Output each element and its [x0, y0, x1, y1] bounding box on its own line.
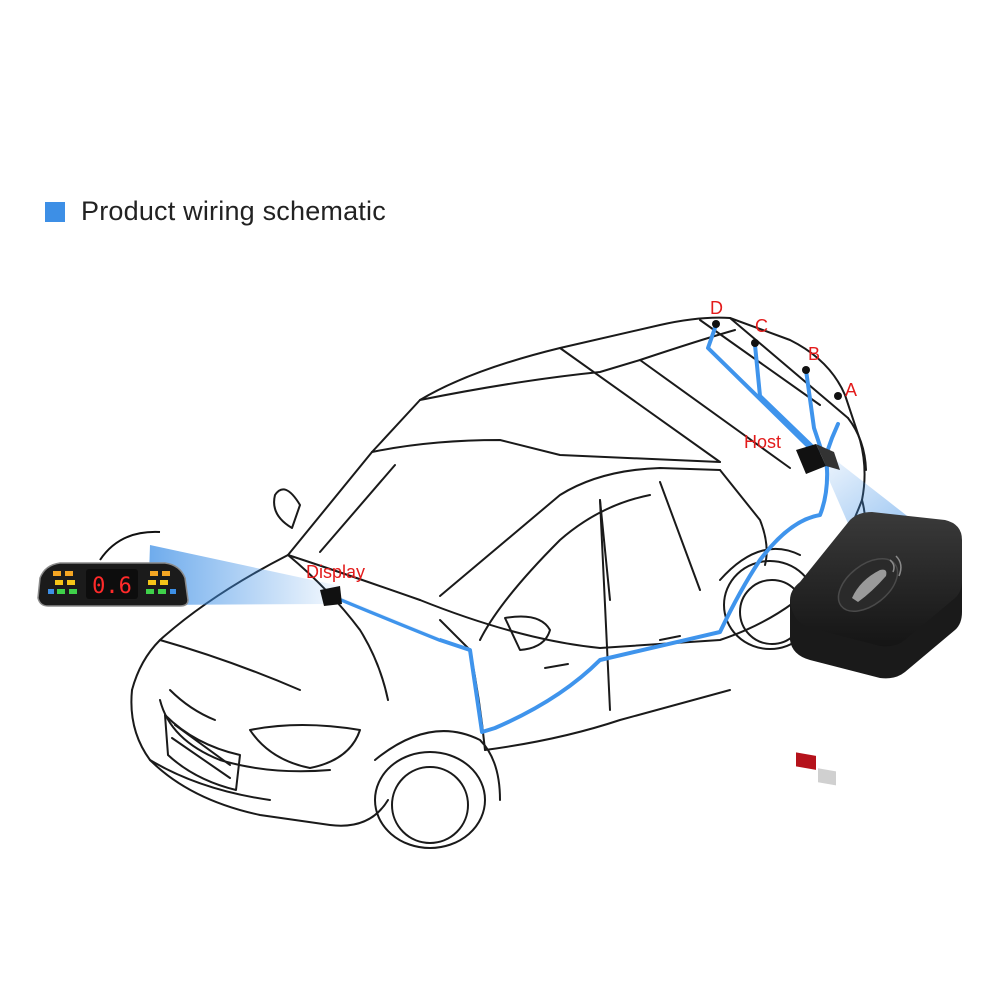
- heading-bullet-icon: [45, 201, 65, 222]
- parking-display-icon: 0.6: [37, 530, 189, 607]
- host-control-box-icon: [790, 512, 962, 786]
- host-label: Host: [744, 432, 781, 452]
- host-module-icon: [796, 444, 840, 474]
- sensor-dot-icon: [802, 366, 810, 374]
- display-beam: [148, 545, 340, 605]
- display-mount-icon: [320, 586, 342, 606]
- heading-text: Product wiring schematic: [81, 196, 386, 226]
- sensor-dot-icon: [712, 320, 720, 328]
- sensor-d-label: D: [710, 298, 723, 318]
- wiring-harness: [328, 323, 840, 734]
- sensor-dot-icon: [834, 392, 842, 400]
- diagram-heading: Product wiring schematic: [45, 196, 386, 227]
- sensor-dot-icon: [751, 339, 759, 347]
- sensor-b-label: B: [808, 344, 820, 364]
- sensor-a-label: A: [845, 380, 857, 400]
- display-reading: 0.6: [92, 574, 132, 599]
- display-label: Display: [306, 562, 365, 582]
- sensor-c-label: C: [755, 316, 768, 336]
